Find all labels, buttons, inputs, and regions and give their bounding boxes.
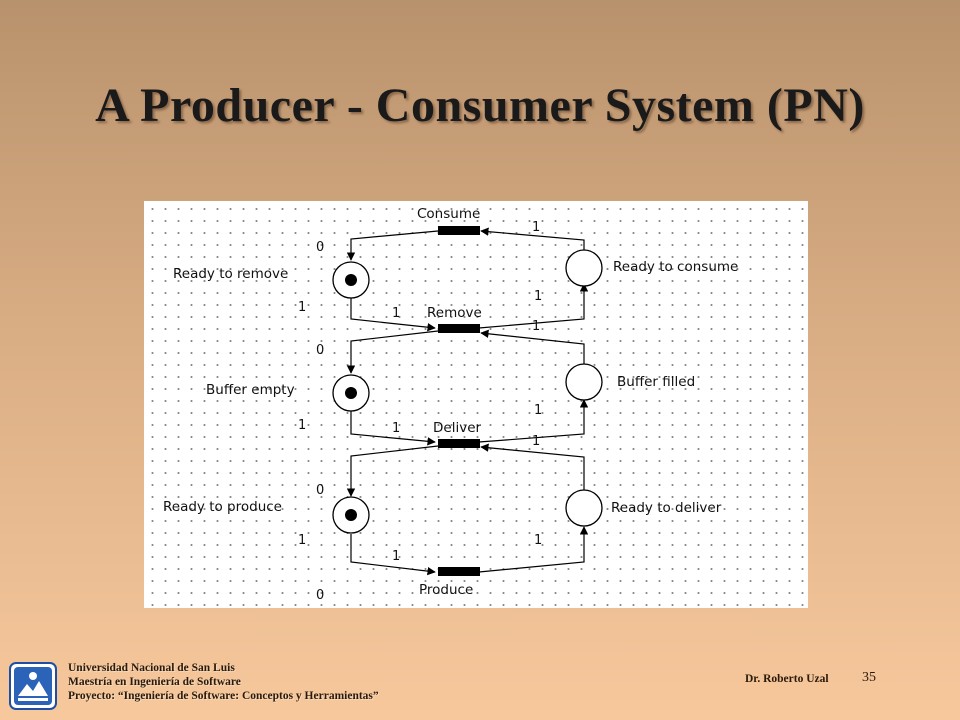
token-ready-to-remove xyxy=(345,274,357,286)
slide-title: A Producer - Consumer System (PN) xyxy=(95,79,865,132)
label-ready-to-deliver: Ready to deliver xyxy=(611,500,722,516)
weight-label: 1 xyxy=(392,549,400,564)
arc-remove-to-ready-to-consume xyxy=(478,283,589,329)
arc-deliver-to-ready-to-produce xyxy=(346,445,439,497)
label-remove: Remove xyxy=(427,305,482,321)
footer-university: Universidad Nacional de San Luis xyxy=(68,662,235,674)
arc-buffer-filled-to-remove xyxy=(480,329,585,365)
weight-label: 1 xyxy=(534,403,542,418)
arc-deliver-to-buffer-filled xyxy=(478,399,589,443)
weight-label: 1 xyxy=(532,319,540,334)
arc-ready-to-consume-to-consume xyxy=(480,227,585,253)
label-buffer-empty: Buffer empty xyxy=(206,382,295,398)
weight-label: 1 xyxy=(532,434,540,449)
footer-project: Proyecto: “Ingeniería de Software: Conce… xyxy=(68,690,379,702)
transition-deliver xyxy=(438,439,480,448)
place-ready-to-consume xyxy=(565,249,603,287)
arc-remove-to-buffer-empty xyxy=(346,330,439,374)
arc-ready-to-deliver-to-deliver xyxy=(480,443,585,493)
weight-label: 1 xyxy=(298,418,306,433)
petri-net-diagram: Consume Remove Deliver Produce Ready to … xyxy=(144,201,808,608)
label-ready-to-consume: Ready to consume xyxy=(613,259,738,275)
weight-label: 1 xyxy=(392,306,400,321)
weight-label: 1 xyxy=(534,533,542,548)
arc-buffer-empty-to-deliver xyxy=(350,411,436,446)
arc-consume-to-ready-to-remove xyxy=(346,230,439,261)
transition-remove xyxy=(438,324,480,333)
footer-institution: Universidad Nacional de San Luis Maestrí… xyxy=(68,661,379,703)
weight-label: 1 xyxy=(392,421,400,436)
arc-produce-to-ready-to-deliver xyxy=(478,526,589,573)
weight-label: 0 xyxy=(316,240,324,255)
label-deliver: Deliver xyxy=(433,420,481,436)
weight-label: 0 xyxy=(316,483,324,498)
token-buffer-empty xyxy=(345,387,357,399)
weight-label: 1 xyxy=(532,220,540,235)
weight-label: 0 xyxy=(316,343,324,358)
petri-net-svg: Consume Remove Deliver Produce Ready to … xyxy=(163,206,738,603)
weight-label: 1 xyxy=(534,289,542,304)
arc-ready-to-produce-to-produce xyxy=(350,534,436,576)
weight-label: 0 xyxy=(316,588,324,603)
arc-ready-to-remove-to-remove xyxy=(350,298,436,332)
token-ready-to-produce xyxy=(345,509,357,521)
place-buffer-filled xyxy=(565,363,603,401)
weight-label: 1 xyxy=(298,300,306,315)
weight-label: 1 xyxy=(298,533,306,548)
label-produce: Produce xyxy=(419,582,473,598)
label-ready-to-remove: Ready to remove xyxy=(173,266,288,282)
university-logo xyxy=(9,662,57,710)
page-number: 35 xyxy=(862,670,876,685)
author-name: Dr. Roberto Uzal xyxy=(745,673,829,685)
transition-consume xyxy=(438,226,480,235)
footer-program: Maestría en Ingeniería de Software xyxy=(68,676,241,688)
label-buffer-filled: Buffer filled xyxy=(617,374,695,390)
transition-produce xyxy=(438,567,480,576)
place-ready-to-deliver xyxy=(565,489,603,527)
label-ready-to-produce: Ready to produce xyxy=(163,499,282,515)
label-consume: Consume xyxy=(417,206,480,222)
